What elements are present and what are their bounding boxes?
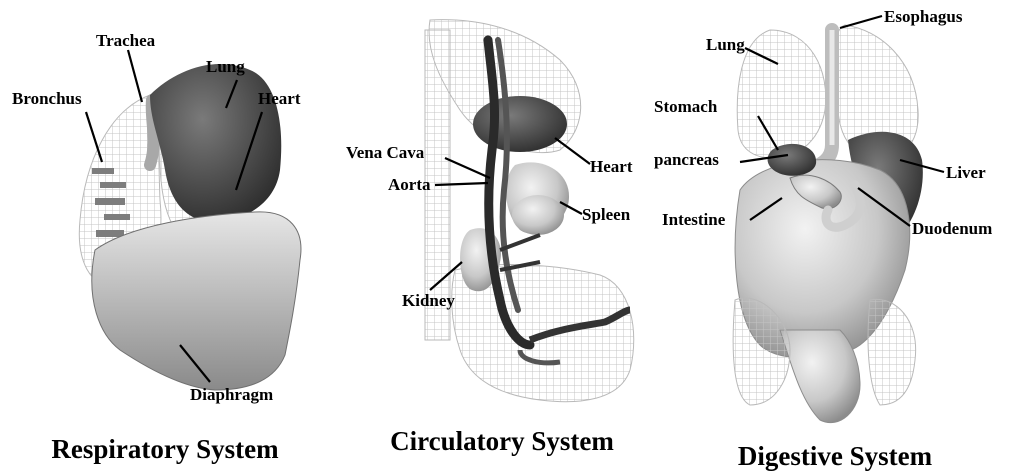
diaphragm-shape <box>92 212 301 390</box>
label-vena-cava: Vena Cava <box>346 143 425 162</box>
label-lung-2: Lung <box>706 35 745 54</box>
label-trachea: Trachea <box>96 31 156 50</box>
label-diaphragm: Diaphragm <box>190 385 273 404</box>
caption-digestive: Digestive System <box>738 441 933 471</box>
label-kidney: Kidney <box>402 291 455 310</box>
arrow-heart-2 <box>555 138 590 164</box>
label-lung: Lung <box>206 57 245 76</box>
label-aorta: Aorta <box>388 175 431 194</box>
respiratory-illustration <box>79 64 301 390</box>
heart-shape-2 <box>473 96 567 152</box>
label-esophagus: Esophagus <box>884 7 963 26</box>
caption-circulatory: Circulatory System <box>390 426 614 456</box>
caption-respiratory: Respiratory System <box>51 434 279 464</box>
digestive-panel: Esophagus Lung Stomach pancreas Liver In… <box>654 7 992 471</box>
stomach-shape <box>768 144 817 176</box>
label-bronchus: Bronchus <box>12 89 82 108</box>
label-duodenum: Duodenum <box>912 219 992 238</box>
label-pancreas: pancreas <box>654 150 719 169</box>
arrow-vena-cava <box>445 158 490 178</box>
label-spleen: Spleen <box>582 205 631 224</box>
digestive-illustration <box>733 25 923 423</box>
label-heart-2: Heart <box>590 157 633 176</box>
arrow-bronchus <box>86 112 102 162</box>
respiratory-panel: Trachea Lung Bronchus Heart Diaphragm Re… <box>12 31 301 464</box>
arrow-esophagus <box>840 16 882 28</box>
arrow-trachea <box>128 50 142 102</box>
label-heart: Heart <box>258 89 301 108</box>
label-stomach: Stomach <box>654 97 718 116</box>
label-intestine: Intestine <box>662 210 726 229</box>
circulatory-panel: Vena Cava Heart Aorta Spleen Kidney Circ… <box>346 20 634 456</box>
label-liver: Liver <box>946 163 986 182</box>
